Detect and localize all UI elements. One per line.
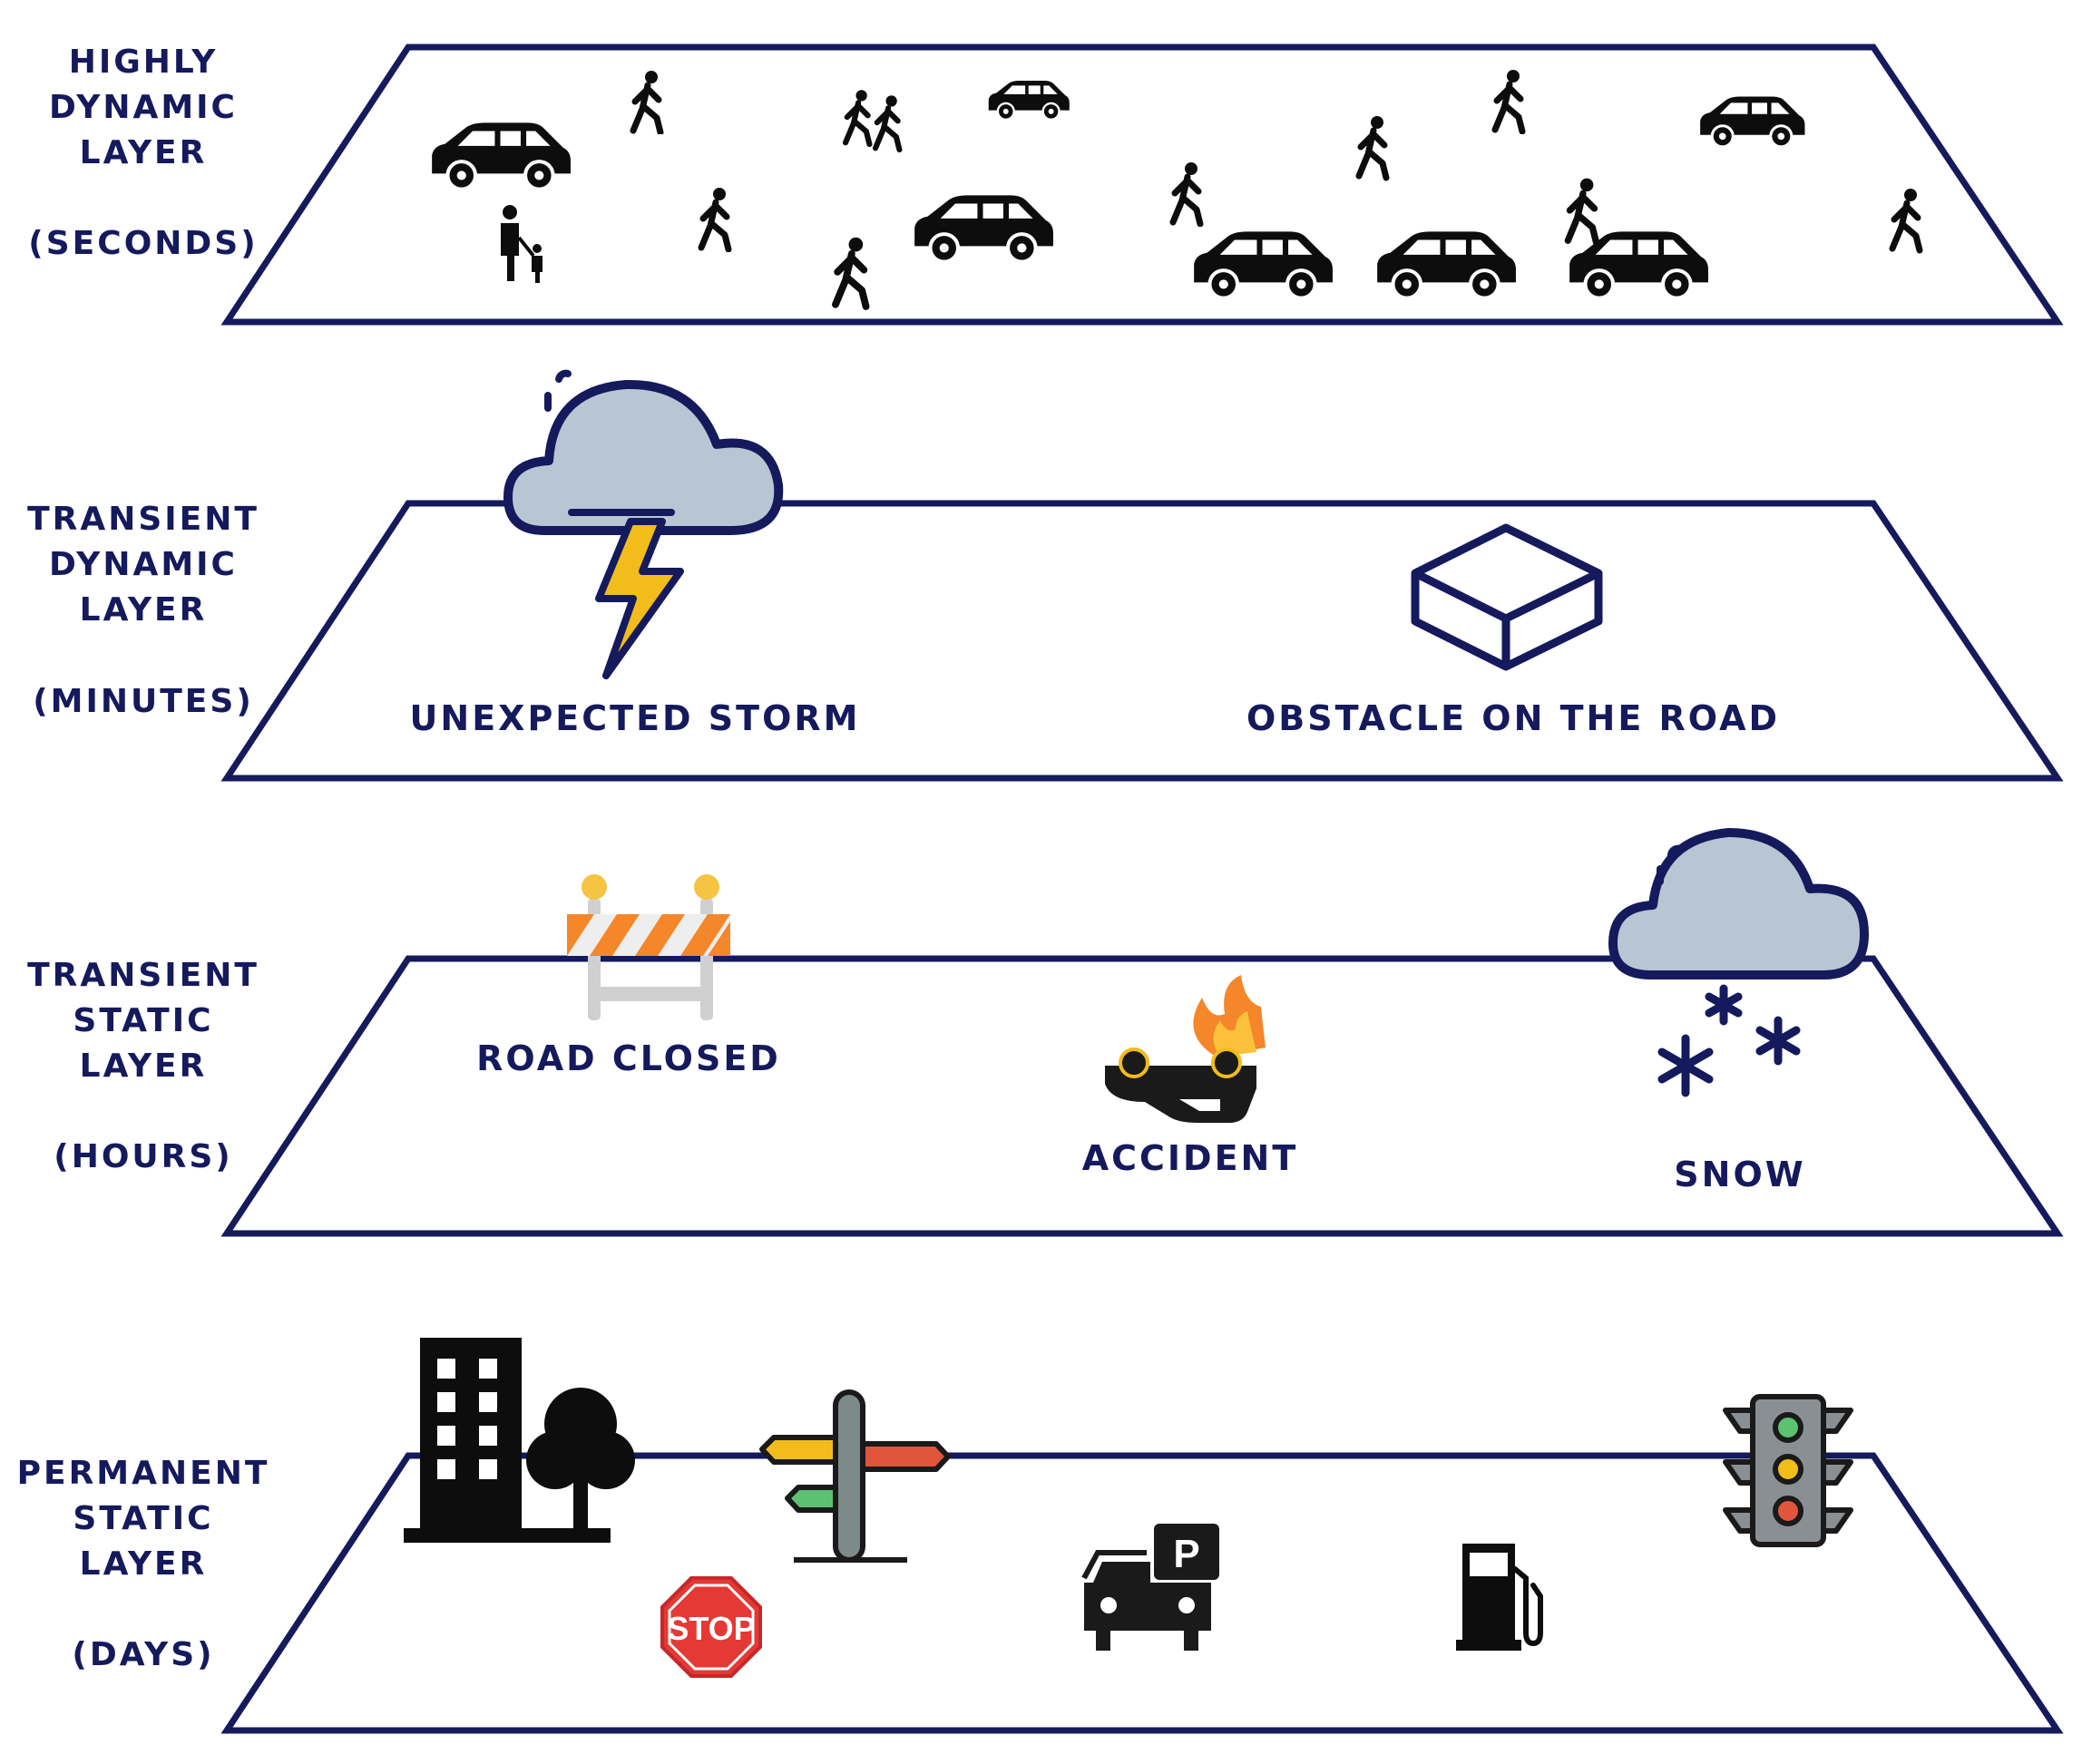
fuel-pump-icon xyxy=(1456,1544,1543,1651)
caption-obstacle: OBSTACLE ON THE ROAD xyxy=(1246,698,1780,738)
layer-name-line: LAYER xyxy=(80,591,208,629)
parent-child-icon xyxy=(501,205,542,283)
highly-dynamic-layer: HIGHLY DYNAMIC LAYER (SECONDS) xyxy=(28,44,2064,326)
caption-road-closed: ROAD CLOSED xyxy=(476,1038,781,1078)
transient-dynamic-layer: TRANSIENT DYNAMIC LAYER (MINUTES) UNEXPE… xyxy=(27,369,2064,782)
parking-icon: P xyxy=(1081,1524,1219,1651)
parking-sign-text: P xyxy=(1173,1532,1199,1576)
layer-name-line: DYNAMIC xyxy=(49,89,238,126)
layer-name-line: TRANSIENT xyxy=(27,501,259,538)
layer-name-line: LAYER xyxy=(80,1048,208,1085)
snow-cloud-icon xyxy=(1608,828,1869,1097)
layer-timescale: (MINUTES) xyxy=(33,683,254,720)
traffic-light-icon xyxy=(1723,1394,1853,1547)
layer-name-line: LAYER xyxy=(80,134,208,171)
car-crash-icon xyxy=(1105,975,1266,1123)
layer-name-line: STATIC xyxy=(73,1002,213,1039)
storm-cloud-icon xyxy=(503,369,784,679)
obstacle-box-icon xyxy=(1411,523,1603,671)
layer-timescale: (HOURS) xyxy=(54,1138,233,1175)
building-tree-icon xyxy=(404,1338,635,1543)
caption-snow: SNOW xyxy=(1674,1155,1805,1194)
layer-name-line: DYNAMIC xyxy=(49,546,238,583)
stop-sign-icon: STOP xyxy=(660,1576,762,1678)
layer-name-line: LAYER xyxy=(80,1545,208,1583)
layer-plane xyxy=(220,44,2064,326)
layer-timescale: (DAYS) xyxy=(72,1636,214,1673)
signpost-icon xyxy=(759,1389,951,1563)
layer-timescale: (SECONDS) xyxy=(28,225,258,262)
layer-name-line: TRANSIENT xyxy=(27,957,259,994)
stop-sign-text: STOP xyxy=(667,1610,755,1647)
permanent-static-layer: PERMANENT STATIC LAYER (DAYS) STOP xyxy=(17,1338,2064,1734)
layer-name-line: HIGHLY xyxy=(69,44,219,81)
transient-static-layer: TRANSIENT STATIC LAYER (HOURS) ROAD CLOS… xyxy=(27,828,2064,1237)
road-barrier-icon xyxy=(567,874,730,1020)
layer-name-line: PERMANENT xyxy=(17,1455,270,1492)
caption-accident: ACCIDENT xyxy=(1082,1138,1299,1178)
layer-name-line: STATIC xyxy=(73,1500,213,1537)
caption-storm: UNEXPECTED STORM xyxy=(410,698,861,738)
